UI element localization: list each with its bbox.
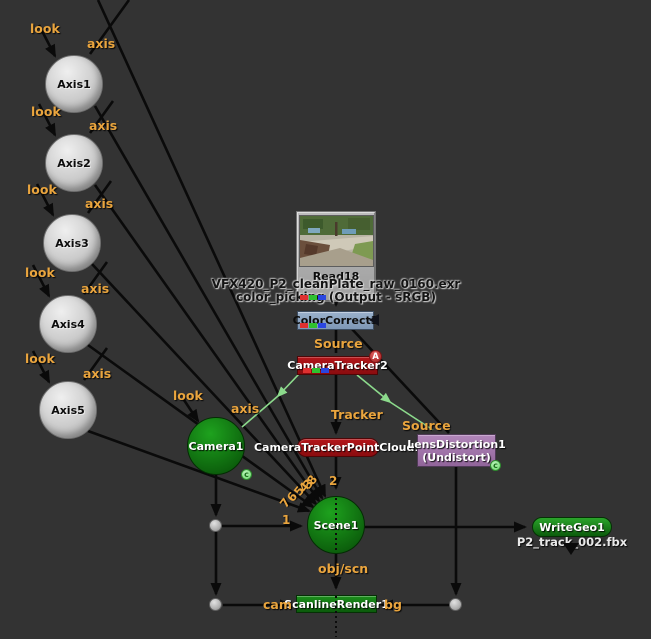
source-label-lensdistortion: Source [402,418,451,433]
node-axis1[interactable]: Axis1 [45,55,103,113]
look-label-camera: look [173,388,203,403]
node-scene1-label: Scene1 [313,518,359,532]
read-file-text: VFX420_P2_cleanPlate_raw_0160.exr [211,277,461,291]
read-channel-chips [300,295,326,300]
dot-node-cam-input[interactable] [209,598,222,611]
node-scanlinerender1[interactable]: ScanlineRender1 [284,595,389,613]
look-label-axis2: look [31,104,61,119]
bg-label: bg [384,597,402,612]
node-writegeo1-label: WriteGeo1 [539,520,605,534]
tracker-label: Tracker [331,407,383,422]
read-thumbnail [298,215,374,267]
node-axis2[interactable]: Axis2 [45,134,103,192]
link-badge-letter: c [493,461,498,470]
link-badge-letter: c [244,470,249,479]
axis-label-axis4: axis [81,281,110,296]
node-axis2-label: Axis2 [57,156,91,170]
scene-input-1: 1 [282,513,291,527]
node-camera1-label: Camera1 [188,439,244,453]
node-read18[interactable]: Read18 [296,211,376,302]
node-axis4-label: Axis4 [51,317,85,331]
node-axis5[interactable]: Axis5 [39,381,97,439]
node-axis3[interactable]: Axis3 [43,214,101,272]
source-label-cameratracker: Source [314,336,363,351]
scene-input-2: 2 [329,474,338,488]
node-scene1[interactable]: Scene1 [307,496,365,554]
writegeo-file-text: P2_track_002.fbx [516,535,628,549]
look-label-axis3: look [27,182,57,197]
colorcorrect-channel-chips [300,323,326,328]
axis-label-axis1: axis [87,36,116,51]
node-camera1[interactable]: Camera1 [187,417,245,475]
red-channel-chip [303,368,311,373]
cameratracker-channel-chips [303,368,329,373]
animation-badge: A [369,350,382,363]
green-channel-chip [309,323,317,328]
look-label-axis5: look [25,351,55,366]
node-pointcloud1[interactable]: CameraTrackerPointCloud1 [254,438,422,457]
animation-badge-letter: A [372,351,379,362]
axis-label-camera: axis [231,401,260,416]
node-scanlinerender1-label: ScanlineRender1 [284,597,389,611]
node-read18-label: Read18 [312,270,360,283]
look-label-axis1: look [30,21,60,36]
read-colorspace-text: color_picking (Output - sRGB) [236,290,436,304]
node-axis4[interactable]: Axis4 [39,295,97,353]
node-lensdistortion1-label: LensDistortion1 [407,437,506,451]
red-channel-chip [300,295,308,300]
node-lensdistortion1-mode: (Undistort) [422,450,491,464]
blue-channel-chip [321,368,329,373]
node-axis1-label: Axis1 [57,77,91,91]
node-pointcloud1-label: CameraTrackerPointCloud1 [253,441,423,454]
look-label-axis4: look [25,265,55,280]
node-lensdistortion1[interactable]: LensDistortion1 (Undistort) [407,434,506,467]
green-channel-chip [312,368,320,373]
axis-label-axis3: axis [85,196,114,211]
node-axis3-label: Axis3 [55,236,89,250]
node-axis5-label: Axis5 [51,403,85,417]
cam-label: cam [263,597,292,612]
axis-label-axis2: axis [89,118,118,133]
green-channel-chip [309,295,317,300]
link-badge-camera: c [241,469,252,480]
link-badge-lensdistortion: c [490,460,501,471]
red-channel-chip [300,323,308,328]
blue-channel-chip [318,323,326,328]
obj-scn-label: obj/scn [318,561,369,576]
dot-node-bg-input[interactable] [449,598,462,611]
dot-node-camera[interactable] [209,519,222,532]
blue-channel-chip [318,295,326,300]
expression-link-edges [241,373,434,431]
node-writegeo1[interactable]: WriteGeo1 [532,517,612,537]
axis-label-axis5: axis [83,366,112,381]
